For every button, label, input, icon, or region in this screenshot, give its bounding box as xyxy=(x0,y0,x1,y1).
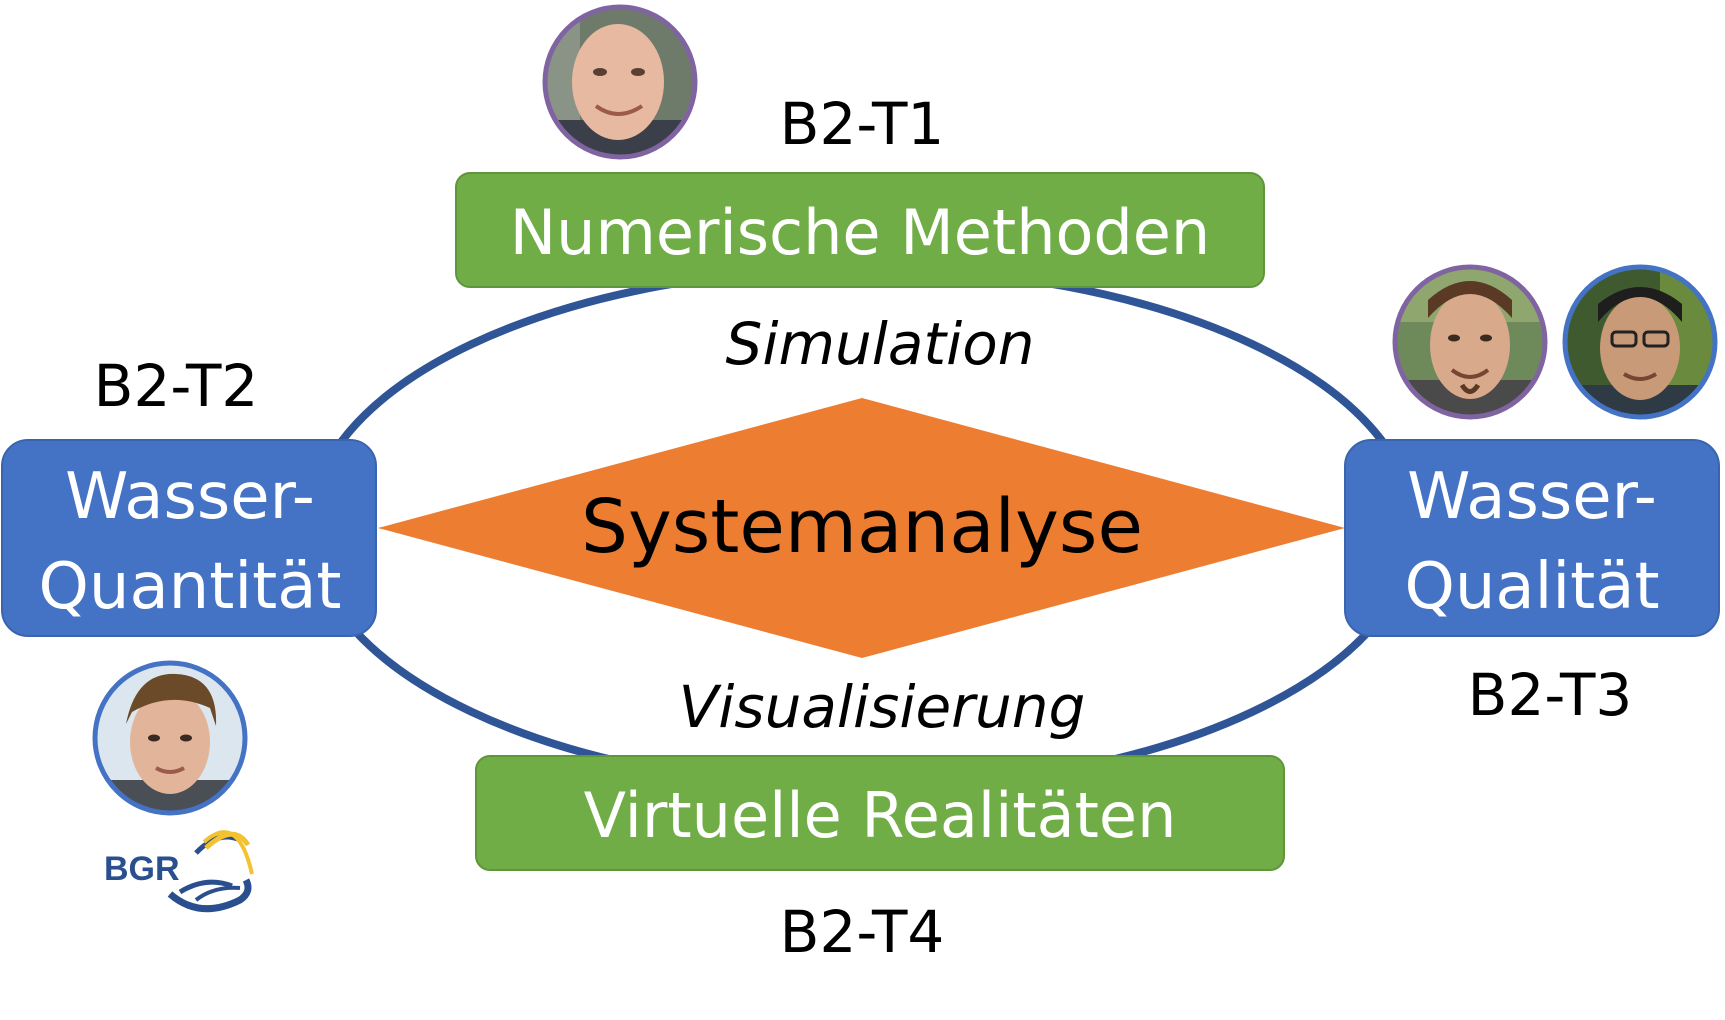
wasser-qualitaet-line2: Qualität xyxy=(1404,550,1659,624)
wasser-quantitaet-box xyxy=(1,439,377,637)
avatar-b2-t2 xyxy=(92,660,248,816)
bgr-logo: BGR xyxy=(104,830,254,913)
virtuelle-realitaeten-box xyxy=(475,755,1285,871)
avatar-b2-t3-b xyxy=(1562,264,1718,420)
virtuelle-realitaeten-label: Virtuelle Realitäten xyxy=(584,779,1177,852)
code-b2-t3: B2-T3 xyxy=(1468,661,1633,729)
code-b2-t4: B2-T4 xyxy=(780,898,945,966)
bgr-logo-text: BGR xyxy=(104,850,180,888)
visualisierung-label: Visualisierung xyxy=(679,673,1086,741)
avatar-b2-t3-a xyxy=(1392,264,1548,420)
code-b2-t2: B2-T2 xyxy=(94,352,259,420)
systemanalyse-diamond xyxy=(378,398,1345,658)
code-b2-t1: B2-T1 xyxy=(780,90,945,158)
numerische-methoden-label: Numerische Methoden xyxy=(510,196,1210,269)
wasser-quantitaet-line2: Quantität xyxy=(39,550,342,624)
wasser-qualitaet-line1: Wasser- xyxy=(1407,460,1657,534)
wasser-qualitaet-box xyxy=(1344,439,1720,637)
wasser-quantitaet-line1: Wasser- xyxy=(65,460,315,534)
simulation-label: Simulation xyxy=(726,310,1035,378)
numerische-methoden-box xyxy=(455,172,1265,288)
systemanalyse-label: Systemanalyse xyxy=(581,484,1143,570)
avatar-b2-t1 xyxy=(542,4,698,160)
